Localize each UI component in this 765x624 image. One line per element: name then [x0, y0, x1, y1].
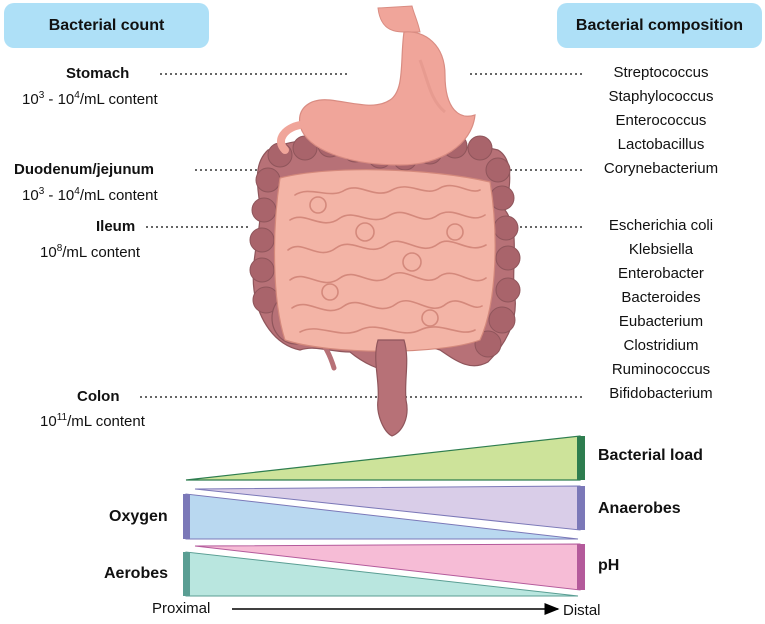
duodenum-jejunum-count: 103 - 104/mL content: [22, 186, 158, 204]
stomach-count: 103 - 104/mL content: [22, 90, 158, 108]
leader-lines: [140, 73, 582, 398]
bacteria-item: Corynebacterium: [603, 160, 719, 177]
rectum-shape: [375, 339, 408, 437]
bacteria-item: Bifidobacterium: [609, 385, 713, 402]
bacterial-composition-header: Bacterial composition: [557, 3, 762, 48]
bacteria-item: Staphylococcus: [608, 88, 714, 105]
bacterial-load-wedge: [185, 435, 581, 481]
bacteria-item: Streptococcus: [613, 64, 709, 81]
stomach-label: Stomach: [66, 65, 130, 82]
colon-count: 1011/mL content: [40, 412, 145, 430]
ileum-label: Ileum: [96, 218, 136, 235]
bacteria-item: Enterococcus: [615, 112, 707, 129]
anaerobes-edge: [577, 486, 585, 530]
ph-edge: [577, 544, 585, 590]
bacteria-item: Lactobacillus: [617, 136, 705, 153]
bacterial-load-edge: [577, 436, 585, 480]
esophagus-shape: [377, 5, 421, 33]
colon-label: Colon: [77, 388, 120, 405]
anaerobes-label: Anaerobes: [598, 500, 681, 517]
stomach-shape: [299, 31, 476, 166]
bacteria-item: Eubacterium: [618, 313, 704, 330]
ph-label: pH: [598, 557, 620, 574]
bacterial-load-label: Bacterial load: [598, 447, 703, 464]
bacterial-count-header: Bacterial count: [4, 3, 209, 48]
ileum-count: 108/mL content: [40, 243, 141, 261]
distal-label: Distal: [563, 602, 601, 619]
oxygen-edge: [183, 494, 190, 539]
oxygen-label: Oxygen: [109, 508, 168, 525]
duodenum-jejunum-label: Duodenum/jejunum: [14, 161, 154, 178]
aerobes-label: Aerobes: [104, 565, 169, 582]
bacteria-item: Ruminococcus: [611, 361, 711, 378]
bacteria-item: Enterobacter: [618, 265, 704, 282]
small-intestine-shape: [273, 169, 496, 352]
bacteria-item: Klebsiella: [628, 241, 694, 258]
bacteria-item: Escherichia coli: [608, 217, 714, 234]
bacteria-item: Bacteroides: [621, 289, 701, 306]
bacteria-item: Clostridium: [623, 337, 699, 354]
proximal-label: Proximal: [152, 600, 211, 617]
aerobes-edge: [183, 552, 190, 596]
